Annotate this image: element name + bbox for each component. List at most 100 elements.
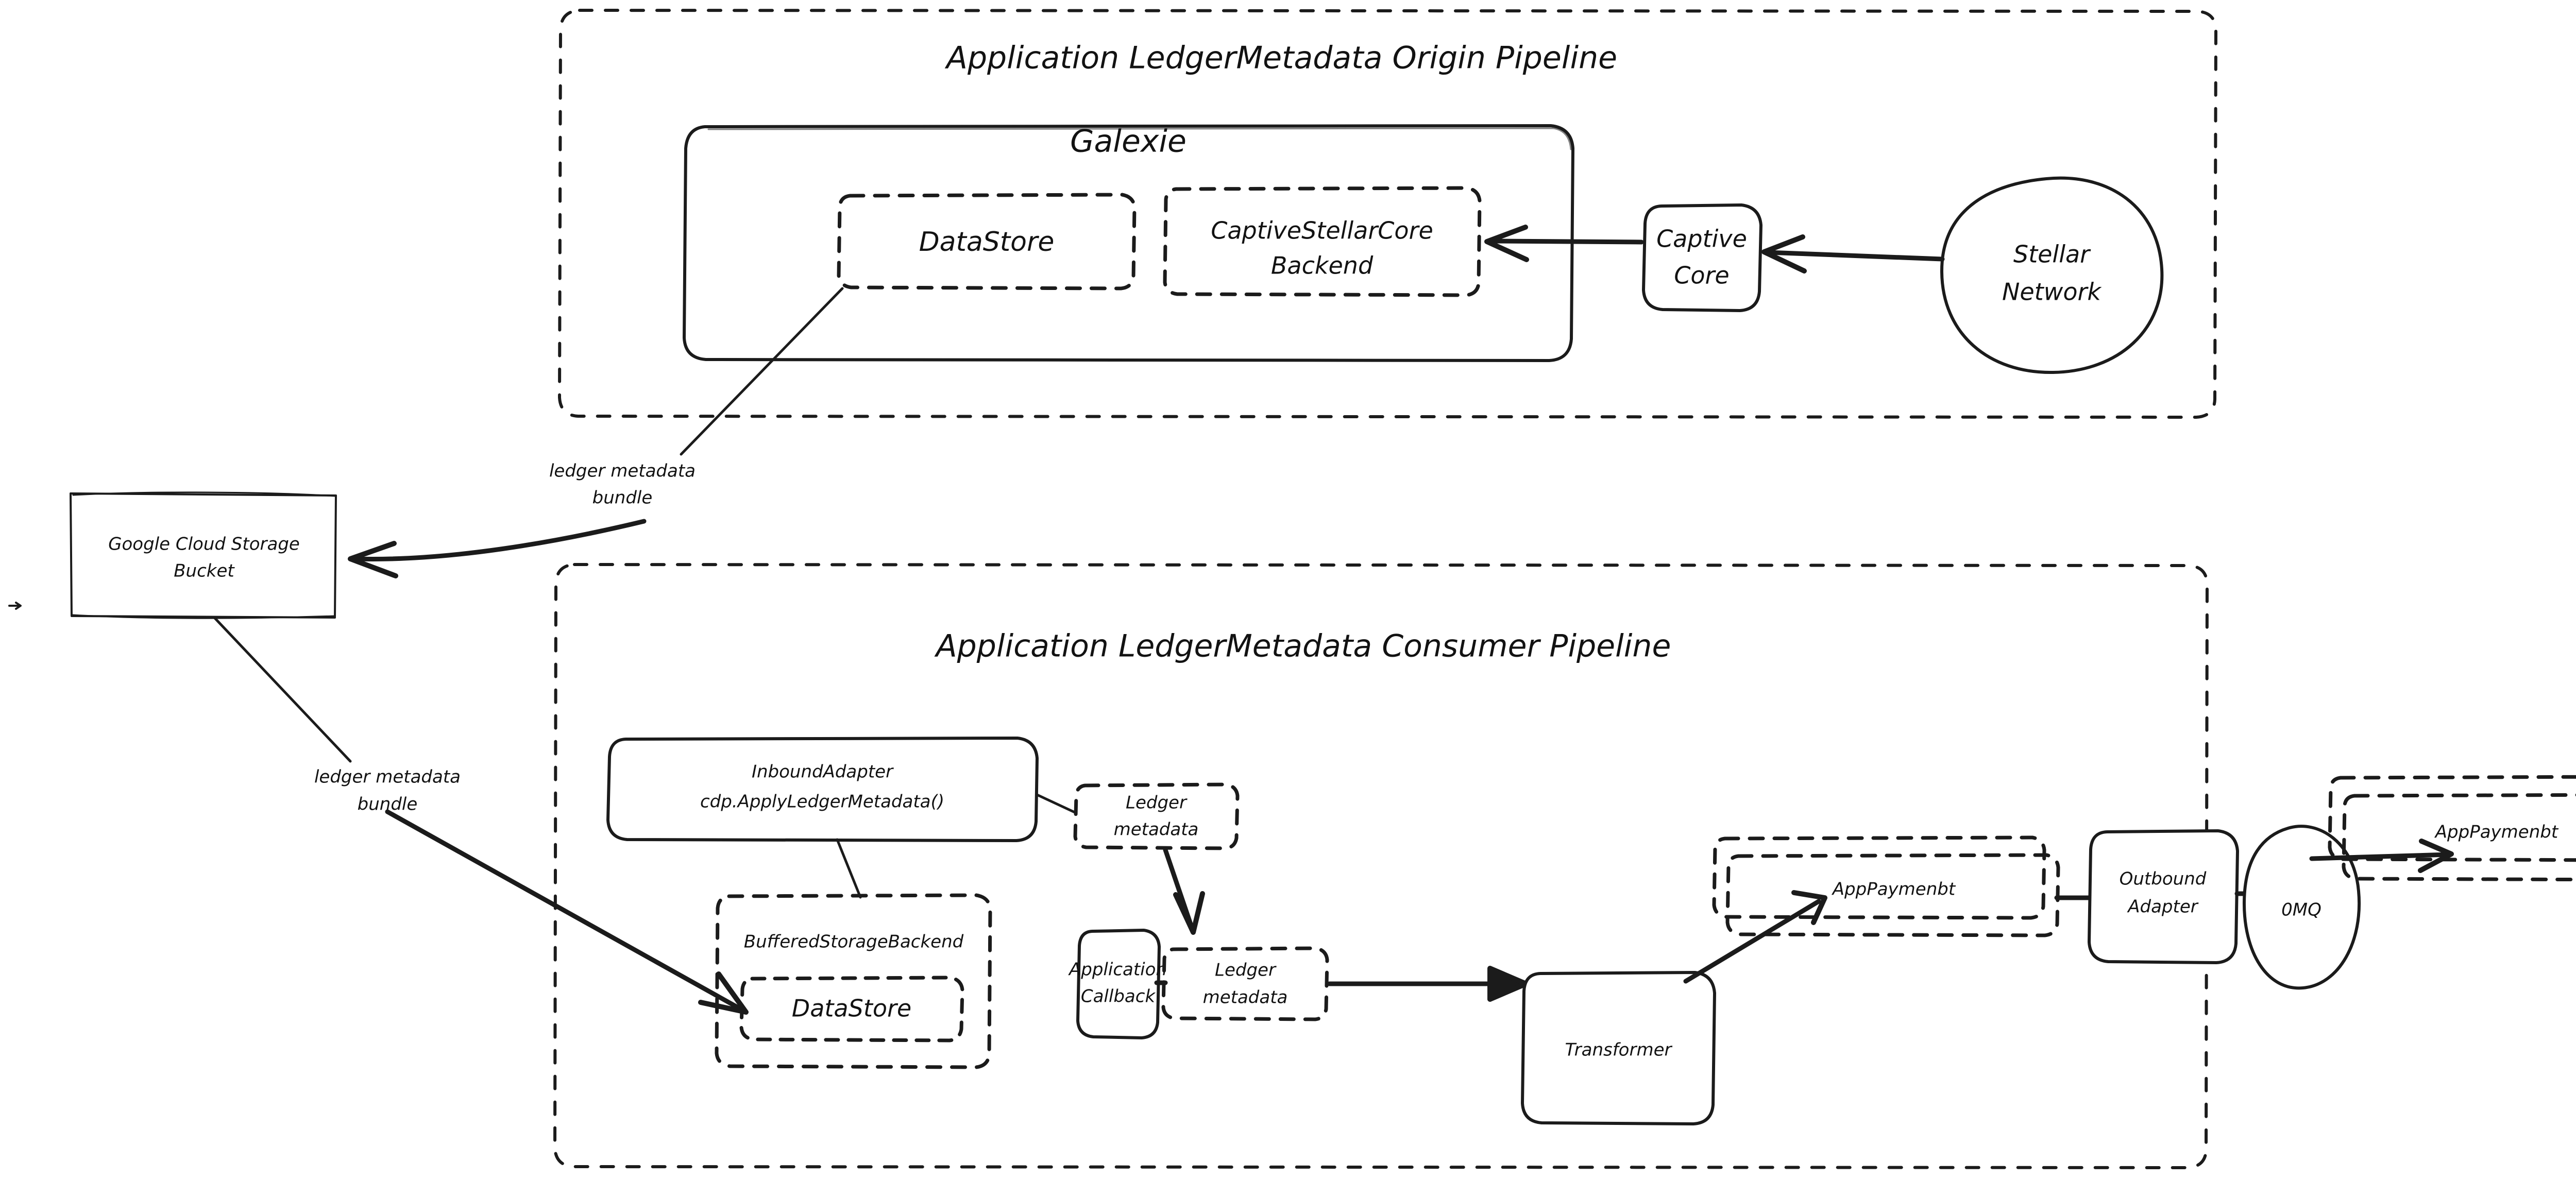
stellar-network-label-line1: Stellar [2013, 241, 2091, 268]
ledger-metadata-1-label-line1: Ledger [1126, 793, 1188, 813]
edge-ledgermeta1-to-callback-arrowhead [1173, 891, 1205, 935]
captivestellarcore-backend-label-line2: Backend [1271, 252, 1374, 280]
inbound-adapter-border [606, 737, 1039, 842]
origin-pipeline-border [558, 9, 2217, 419]
origin-datastore-label: DataStore [919, 227, 1055, 258]
gcs-bucket-label-line2: Bucket [174, 561, 235, 582]
inbound-adapter-label-line2: cdp.ApplyLedgerMetadata() [700, 792, 944, 812]
galexie-title: Galexie [1070, 124, 1187, 160]
edge-stellar-to-captive-arrowhead [1761, 234, 1807, 274]
node-application-callback[interactable]: Application Callback [1068, 929, 1167, 1039]
application-callback-label-line1: Application [1068, 960, 1167, 980]
edge-zeromq-to-apppayment2-line [2309, 852, 2451, 861]
stray-arrow-head [15, 602, 22, 610]
edge-inbound-to-buffered [836, 838, 862, 899]
group-consumer-pipeline: Application LedgerMetadata Consumer Pipe… [553, 563, 2209, 1169]
transformer-border [1521, 971, 1716, 1125]
edge-datastore-to-bucket: ledger metadata bundle [348, 287, 844, 578]
edge-transformer-to-apppayment1-arrowhead [1791, 890, 1827, 925]
edge-bucket-to-consumer-datastore: ledger metadata bundle [213, 616, 749, 1015]
application-callback-label-line2: Callback [1081, 986, 1156, 1007]
origin-datastore-border [837, 193, 1137, 291]
stellar-network-label-line2: Network [2002, 278, 2102, 306]
node-inbound-adapter[interactable]: InboundAdapter cdp.ApplyLedgerMetadata() [606, 737, 1039, 842]
gcs-bucket-border [70, 492, 337, 619]
edge-transformer-to-apppayment1 [1683, 890, 1827, 984]
edge-label-bundle-top-line2: bundle [592, 488, 653, 508]
node-origin-datastore[interactable]: DataStore [837, 193, 1137, 291]
node-zeromq[interactable]: 0MQ [2242, 825, 2361, 990]
app-payment-1-outer-border [1712, 835, 2046, 920]
ledger-metadata-2-border [1161, 946, 1329, 1021]
outbound-adapter-label-line2: Adapter [2127, 897, 2199, 917]
buffered-storage-backend-border [715, 893, 992, 1069]
edge-ledgermeta2-to-transformer-arrowhead [1487, 966, 1529, 1002]
stray-arrow-icon [8, 602, 22, 610]
node-consumer-datastore[interactable]: DataStore [739, 976, 964, 1043]
zeromq-border [2242, 825, 2361, 990]
edge-ledgermeta2-to-transformer [1327, 966, 1529, 1002]
node-ledger-metadata-1[interactable]: Ledger metadata [1073, 782, 1240, 850]
edge-datastore-to-bucket-arrowhead [348, 541, 398, 578]
node-app-payment-2[interactable]: AppPaymenbt [2328, 775, 2576, 882]
edge-inbound-to-ledgermeta1 [1036, 793, 1077, 814]
edge-zeromq-to-apppayment2 [2309, 839, 2454, 873]
edge-ledgermeta1-to-callback [1163, 847, 1205, 935]
transformer-label: Transformer [1565, 1040, 1673, 1061]
node-transformer[interactable]: Transformer [1521, 971, 1716, 1125]
edge-stellar-to-captive-line [1766, 250, 1945, 262]
captivestellarcore-backend-label-line1: CaptiveStellarCore [1211, 217, 1433, 245]
edge-zeromq-to-apppayment2-arrowhead [2418, 839, 2454, 873]
edge-label-bundle-bottom-line1: ledger metadata [314, 767, 461, 788]
consumer-pipeline-title: Application LedgerMetadata Consumer Pipe… [934, 628, 1671, 664]
buffered-storage-backend-label: BufferedStorageBackend [744, 932, 964, 952]
application-callback-border [1076, 929, 1161, 1039]
node-app-payment-1[interactable]: AppPaymenbt [1712, 835, 2060, 937]
edge-datastore-to-bucket-line2 [353, 519, 647, 561]
edge-stellar-to-captive [1761, 234, 1945, 274]
edge-transformer-to-apppayment1-line [1683, 899, 1821, 984]
galexie-container: Galexie [683, 124, 1574, 362]
ledger-metadata-2-label-line1: Ledger [1215, 960, 1277, 981]
node-gcs-bucket[interactable]: Google Cloud Storage Bucket [70, 491, 337, 619]
edge-captivecore-to-backend-arrowhead [1484, 225, 1529, 262]
outbound-adapter-border [2088, 829, 2239, 964]
captivestellarcore-backend-border [1163, 186, 1482, 297]
consumer-pipeline-border [553, 563, 2209, 1169]
edge-captivecore-to-backend [1484, 225, 1644, 262]
edge-inbound-to-ledgermeta1-line [1036, 793, 1077, 814]
group-origin-pipeline: Application LedgerMetadata Origin Pipeli… [558, 9, 2217, 419]
gcs-bucket-border-sketch [72, 491, 336, 619]
zeromq-label: 0MQ [2281, 900, 2321, 920]
galexie-border [683, 124, 1574, 362]
node-outbound-adapter[interactable]: Outbound Adapter [2088, 829, 2239, 964]
captive-core-border [1642, 203, 1762, 312]
app-payment-2-label: AppPaymenbt [2434, 822, 2559, 843]
edge-inbound-to-buffered-line [836, 838, 862, 899]
stellar-network-border [1940, 176, 2164, 374]
inbound-adapter-label-line1: InboundAdapter [752, 762, 894, 782]
app-payment-1-label: AppPaymenbt [1832, 879, 1956, 900]
origin-pipeline-title: Application LedgerMetadata Origin Pipeli… [944, 40, 1617, 76]
edge-bucket-to-consumer-datastore-arrowhead [698, 971, 749, 1015]
captive-core-label-line2: Core [1674, 262, 1729, 289]
app-payment-2-inner-border [2342, 793, 2576, 882]
ledger-metadata-1-label-line2: metadata [1114, 819, 1199, 840]
edge-bucket-to-consumer-datastore-line2 [385, 809, 742, 1011]
gcs-bucket-label-line1: Google Cloud Storage [108, 534, 300, 555]
ledger-metadata-2-label-line2: metadata [1203, 987, 1288, 1008]
node-captivestellarcore-backend[interactable]: CaptiveStellarCore Backend [1163, 186, 1482, 297]
node-buffered-storage-backend[interactable]: BufferedStorageBackend DataStore [715, 893, 992, 1069]
outbound-adapter-label-line1: Outbound [2120, 869, 2207, 890]
ledger-metadata-1-border [1073, 782, 1240, 850]
edge-bucket-to-consumer-datastore-line1 [213, 616, 352, 763]
edge-datastore-to-bucket-line1 [680, 287, 844, 456]
node-captive-core[interactable]: Captive Core [1642, 203, 1762, 312]
node-ledger-metadata-2[interactable]: Ledger metadata [1161, 946, 1329, 1021]
captive-core-label-line1: Captive [1656, 225, 1747, 253]
edge-captivecore-to-backend-line [1489, 238, 1644, 245]
node-stellar-network[interactable]: Stellar Network [1940, 176, 2164, 374]
galexie-border-sketch [707, 127, 1572, 150]
